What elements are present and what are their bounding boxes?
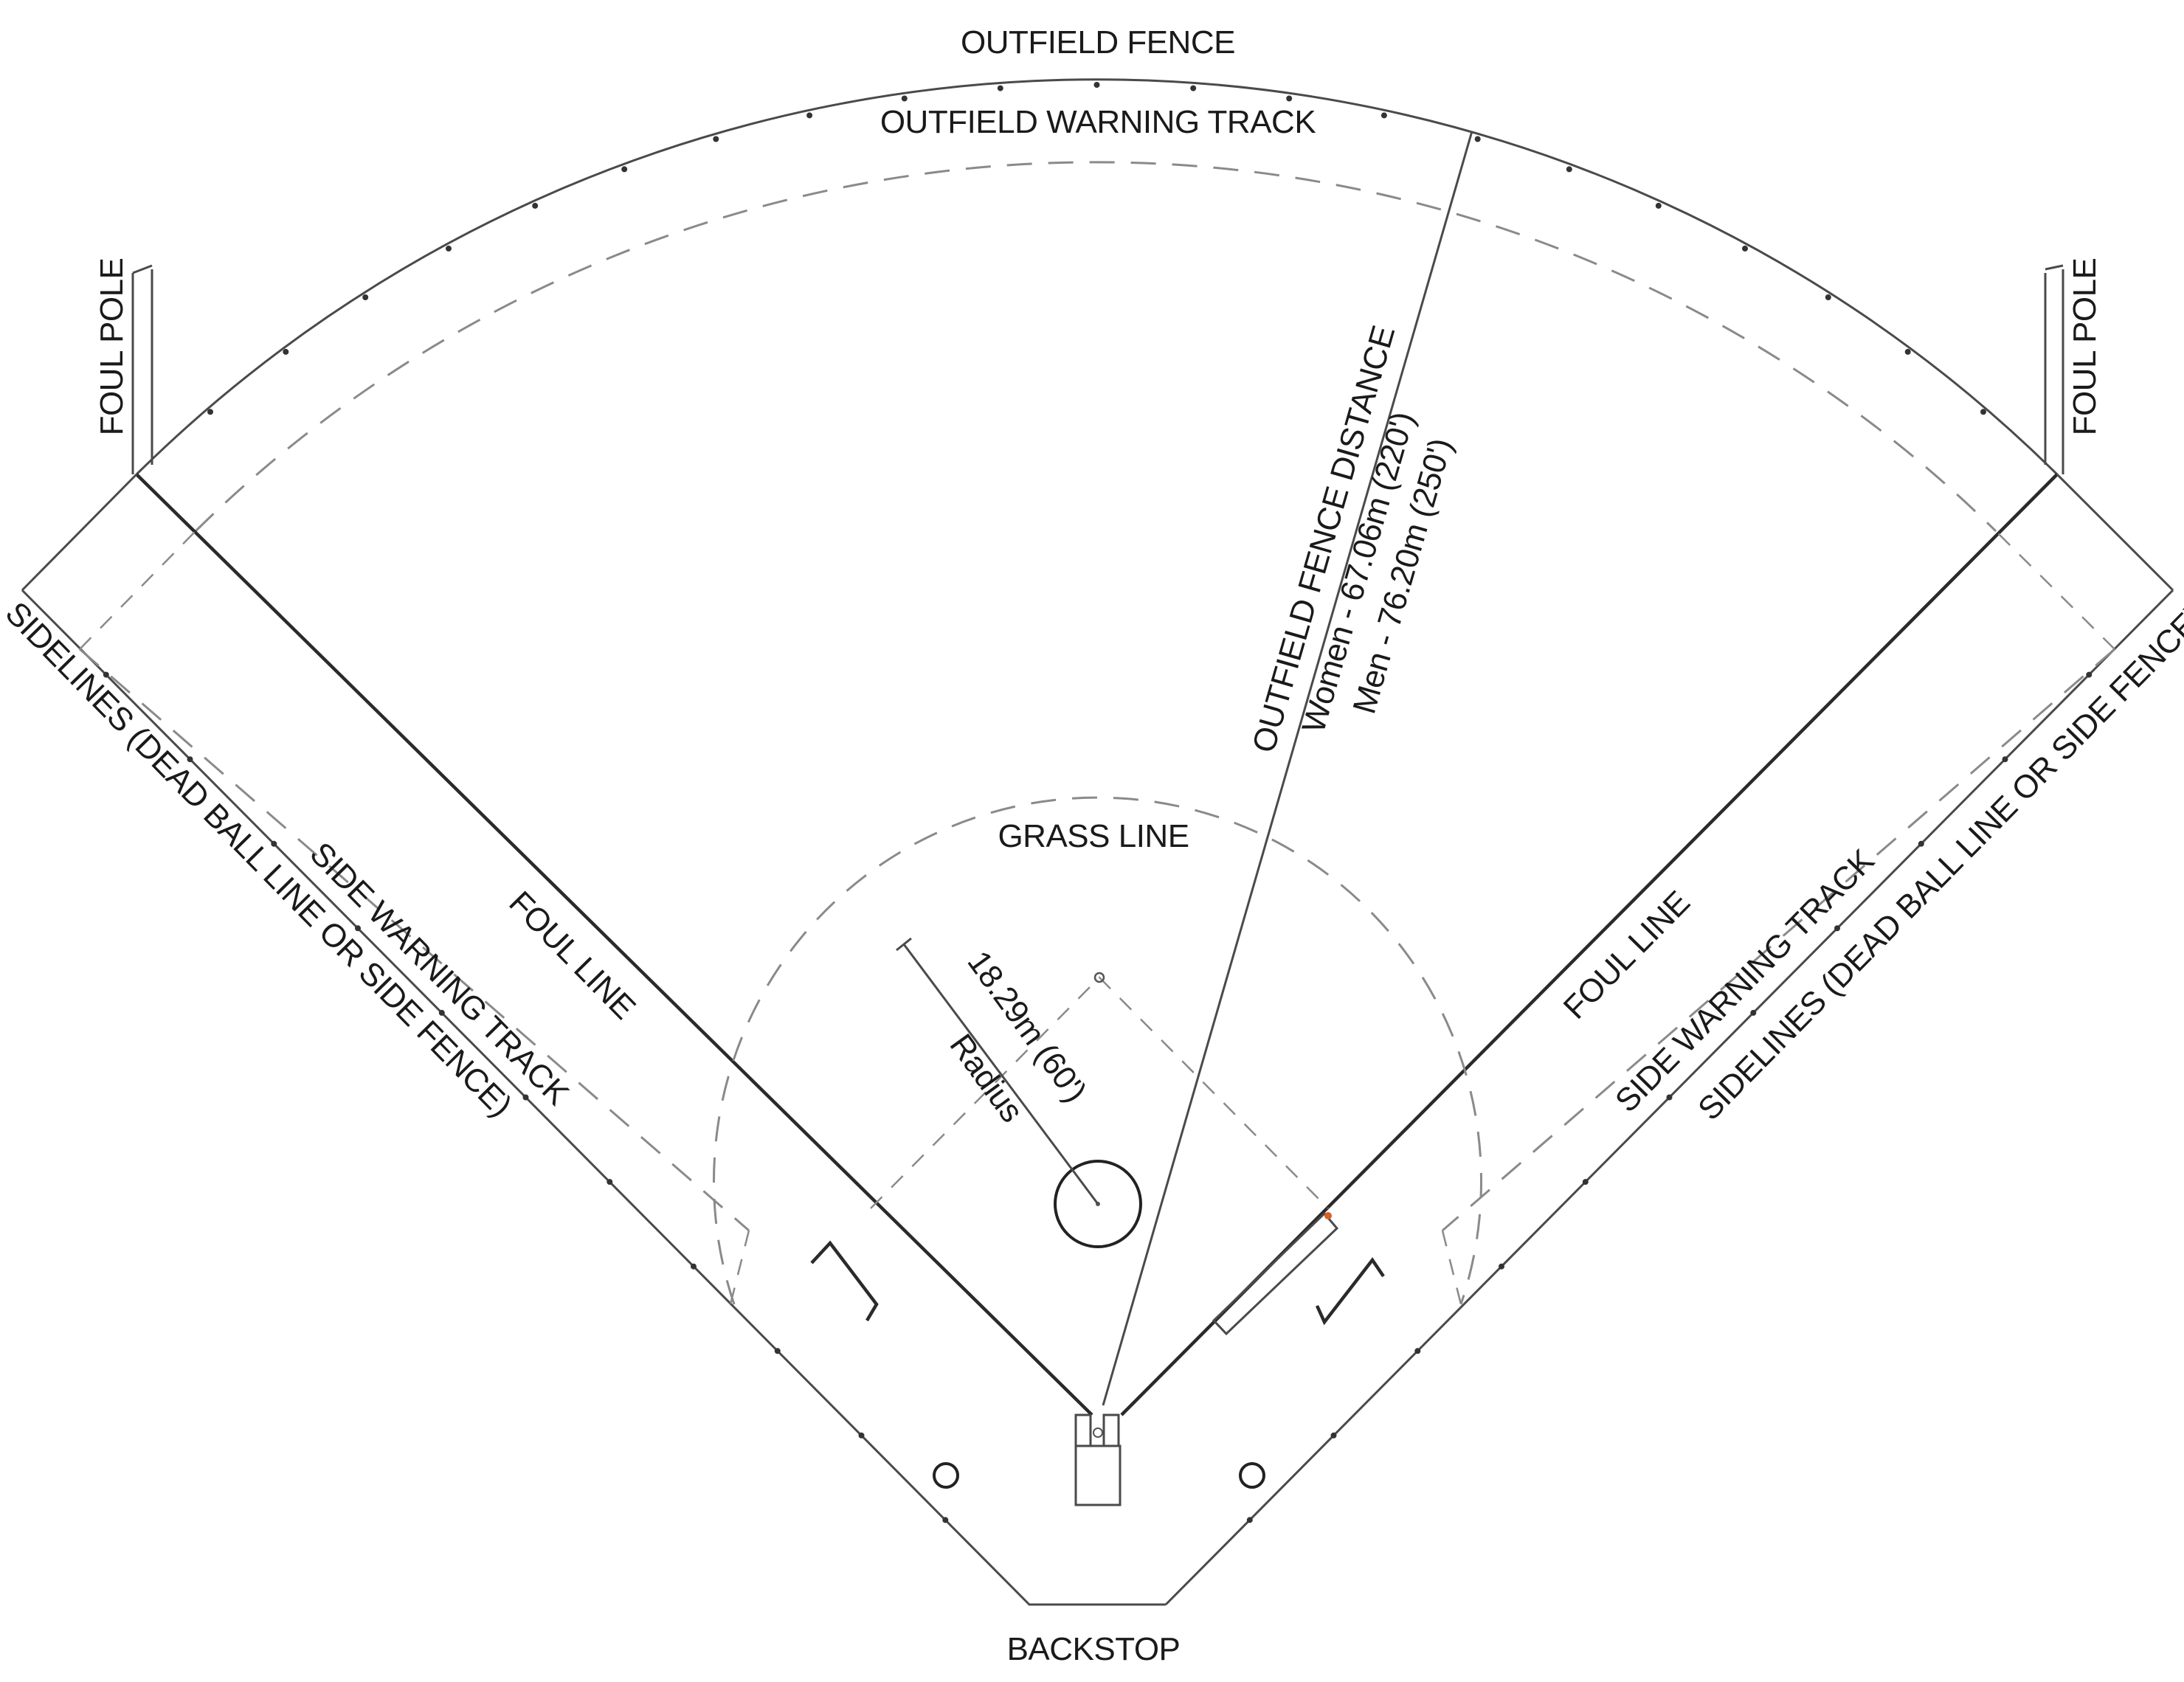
coach-box-left	[810, 1240, 879, 1322]
fence-post	[806, 112, 813, 119]
sideline-left	[21, 473, 1166, 1606]
fence-post	[1286, 95, 1293, 102]
sideline-post	[1499, 1263, 1504, 1270]
outfield-fence-label: OUTFIELD FENCE	[961, 24, 1235, 60]
fence-post	[1474, 136, 1481, 142]
sideline-right-posts	[1246, 671, 2093, 1523]
outfield-warning-track-label: OUTFIELD WARNING TRACK	[880, 104, 1316, 140]
sideline-post	[2086, 671, 2093, 678]
sideline-left-posts	[103, 671, 949, 1523]
sideline-post	[691, 1263, 697, 1270]
fence-post	[997, 85, 1003, 91]
fence-post	[1655, 202, 1662, 209]
sideline-post	[355, 925, 361, 932]
sideline-post	[271, 840, 277, 847]
fence-post	[1566, 166, 1572, 173]
home-plate-area	[1074, 1413, 1122, 1506]
first-base-bag	[1212, 1211, 1339, 1336]
foul-pole-left-label: FOUL POLE	[94, 258, 130, 436]
sideline-post	[1330, 1432, 1337, 1439]
sideline-post	[438, 1009, 445, 1016]
on-deck-circle-left	[933, 1462, 959, 1489]
grass-line-label: GRASS LINE	[998, 818, 1189, 854]
fence-post	[283, 348, 289, 355]
fence-post	[207, 409, 213, 415]
sideline-post	[774, 1348, 781, 1354]
sideline-post	[187, 756, 193, 763]
sideline-post	[103, 671, 109, 678]
sideline-post	[1750, 1009, 1757, 1016]
sidelines-right-label: SIDELINES (DEAD BALL LINE OR SIDE FENCE)	[1691, 599, 2184, 1128]
sideline-post	[1666, 1094, 1673, 1101]
fence-post	[446, 245, 452, 252]
foul-pole-left	[131, 264, 153, 474]
coach-box-right	[1315, 1257, 1385, 1326]
sideline-post	[522, 1094, 529, 1101]
grass-line-arc	[713, 796, 1482, 1305]
fence-post	[713, 136, 719, 142]
radius-dimension-line	[902, 944, 1099, 1205]
corner-connector-left	[79, 530, 750, 1305]
sideline-post	[1582, 1179, 1589, 1186]
fence-post	[1093, 82, 1100, 88]
outfield-warning-track-line	[194, 161, 1997, 533]
radius-tick	[896, 937, 912, 952]
sideline-post	[1834, 925, 1840, 932]
sideline-post	[2002, 756, 2008, 763]
fence-post	[901, 95, 908, 102]
fence-post	[362, 294, 369, 300]
on-deck-circle-right	[1239, 1462, 1265, 1489]
outfield-fence-distance-line	[1102, 131, 1473, 1406]
fence-post	[532, 202, 539, 209]
corner-connector-right	[1441, 530, 2115, 1305]
fence-post	[1980, 409, 1986, 415]
foul-line-left-label: FOUL LINE	[502, 885, 642, 1026]
fence-post	[1190, 85, 1197, 91]
foul-pole-right-label: FOUL POLE	[2067, 258, 2103, 436]
foul-line-left	[135, 473, 1093, 1416]
foul-pole-right	[2044, 264, 2064, 474]
backstop-label: BACKSTOP	[1007, 1631, 1181, 1667]
sideline-post	[1918, 840, 1924, 847]
side-warning-track-left	[79, 648, 750, 1232]
second-base	[1093, 972, 1105, 983]
sideline-post	[942, 1517, 949, 1523]
sideline-post	[858, 1432, 865, 1439]
first-base-marker	[1324, 1212, 1332, 1219]
fence-post	[1904, 348, 1911, 355]
fence-posts	[207, 82, 1986, 415]
fence-post	[1380, 112, 1387, 119]
sideline-post	[1414, 1348, 1421, 1354]
fence-post	[621, 166, 628, 173]
fence-post	[1742, 245, 1748, 252]
sideline-post	[1246, 1517, 1253, 1523]
fence-post	[1825, 294, 1831, 300]
side-warning-track-right	[1442, 648, 2115, 1232]
sidelines-left-label: SIDELINES (DEAD BALL LINE OR SIDE FENCE)	[0, 595, 519, 1124]
sideline-post	[607, 1179, 613, 1186]
outfield-fence	[135, 78, 2059, 476]
side-warning-track-left-label: SIDE WARNING TRACK	[303, 835, 576, 1112]
infield-diamond	[870, 976, 1329, 1209]
sideline-right	[1164, 473, 2174, 1606]
pitchers-circle	[1054, 1160, 1142, 1248]
